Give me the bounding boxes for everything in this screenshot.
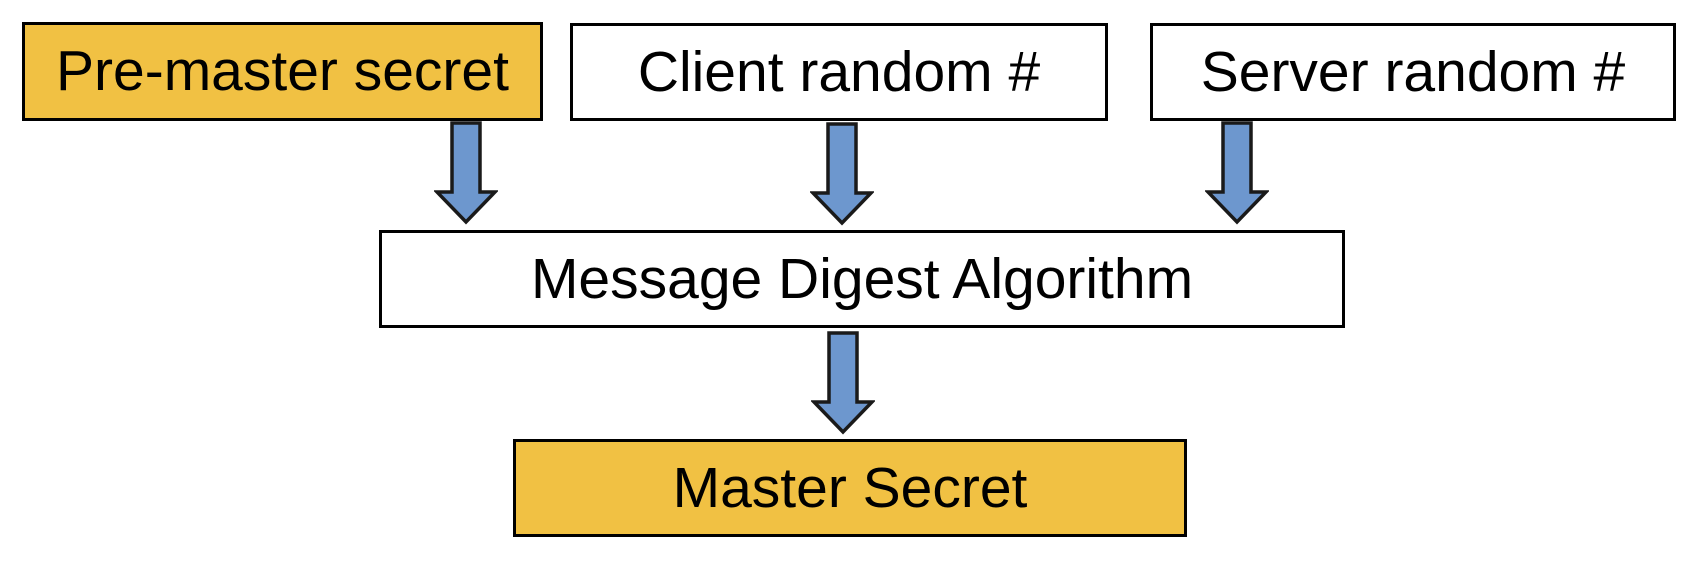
node-message-digest-algorithm-label: Message Digest Algorithm (530, 246, 1194, 311)
node-message-digest-algorithm: Message Digest Algorithm (379, 230, 1345, 328)
node-server-random-label: Server random # (1200, 39, 1626, 104)
down-arrow-icon (1205, 121, 1269, 225)
node-client-random: Client random # (570, 23, 1108, 121)
down-arrow-icon (434, 121, 498, 225)
node-pre-master-secret-label: Pre-master secret (56, 39, 509, 103)
node-server-random: Server random # (1150, 23, 1676, 121)
node-client-random-label: Client random # (637, 39, 1041, 104)
node-master-secret-label: Master Secret (672, 455, 1028, 520)
node-pre-master-secret: Pre-master secret (22, 22, 543, 121)
down-arrow-icon (810, 122, 874, 226)
down-arrow-icon (811, 331, 875, 435)
node-master-secret: Master Secret (513, 439, 1187, 537)
